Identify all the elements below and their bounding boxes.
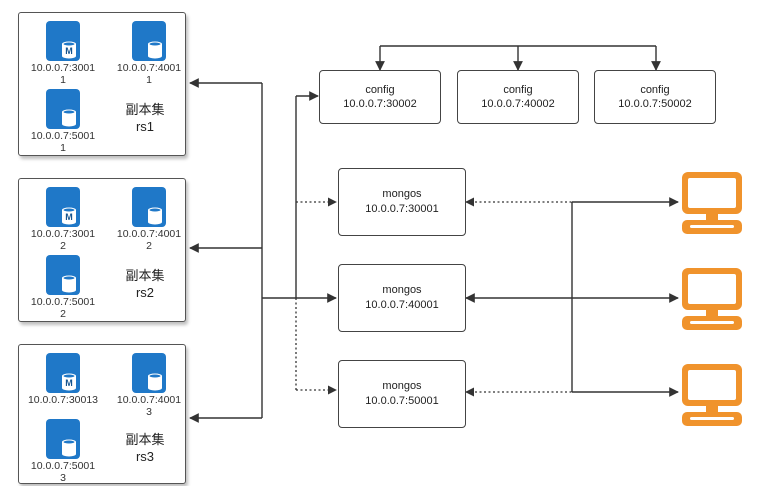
replica-set-rs3-panel: M 10.0.0.7:30013 10.0.0.7:4001 3 10.0.0.… bbox=[18, 344, 186, 484]
mongos-router-1-address: 10.0.0.7:30001 bbox=[365, 203, 439, 215]
computer-terminal-icon bbox=[682, 268, 742, 330]
computer-terminal-icon bbox=[682, 172, 742, 234]
rs3-node-1-address: 10.0.0.7:30013 bbox=[27, 394, 99, 406]
rs1-node-1-address: 10.0.0.7:3001 1 bbox=[30, 62, 96, 86]
config-server-2-title: config bbox=[503, 84, 533, 96]
database-icon bbox=[132, 353, 166, 393]
mongos-router-2-address: 10.0.0.7:40001 bbox=[365, 299, 439, 311]
rs2-node-3: 10.0.0.7:5001 2 bbox=[25, 255, 101, 320]
rs3-node-2-address: 10.0.0.7:4001 3 bbox=[116, 394, 182, 418]
svg-text:M: M bbox=[65, 378, 73, 388]
rs3-node-1: M 10.0.0.7:30013 bbox=[23, 353, 103, 406]
computer-terminal-icon bbox=[682, 364, 742, 426]
database-icon bbox=[46, 89, 80, 129]
rs3-node-3: 10.0.0.7:5001 3 bbox=[25, 419, 101, 484]
rs1-node-3-address: 10.0.0.7:5001 1 bbox=[30, 130, 96, 154]
replica-set-rs1-panel: M 10.0.0.7:3001 1 10.0.0.7:4001 1 10.0.0… bbox=[18, 12, 186, 156]
rs1-node-1: M 10.0.0.7:3001 1 bbox=[25, 21, 101, 86]
svg-text:M: M bbox=[65, 46, 73, 56]
config-server-3-address: 10.0.0.7:50002 bbox=[618, 98, 692, 110]
config-server-2-address: 10.0.0.7:40002 bbox=[481, 98, 555, 110]
mongos-router-3-address: 10.0.0.7:50001 bbox=[365, 395, 439, 407]
rs1-node-3: 10.0.0.7:5001 1 bbox=[25, 89, 101, 154]
database-icon bbox=[46, 255, 80, 295]
rs3-node-3-address: 10.0.0.7:5001 3 bbox=[30, 460, 96, 484]
rs1-label: 副本集 rs1 bbox=[125, 102, 165, 134]
database-icon bbox=[132, 21, 166, 61]
config-server-1-address: 10.0.0.7:30002 bbox=[343, 98, 417, 110]
rs3-label: 副本集 rs3 bbox=[125, 432, 165, 464]
database-master-icon: M bbox=[46, 353, 80, 393]
mongos-router-1: mongos 10.0.0.7:30001 bbox=[338, 168, 466, 236]
config-server-2: config 10.0.0.7:40002 bbox=[457, 70, 579, 124]
database-master-icon: M bbox=[46, 187, 80, 227]
config-server-1-title: config bbox=[365, 84, 395, 96]
mongos-router-1-title: mongos bbox=[382, 188, 422, 200]
rs2-node-2: 10.0.0.7:4001 2 bbox=[111, 187, 187, 252]
svg-text:M: M bbox=[65, 212, 73, 222]
rs2-node-2-address: 10.0.0.7:4001 2 bbox=[116, 228, 182, 252]
mongos-router-3: mongos 10.0.0.7:50001 bbox=[338, 360, 466, 428]
config-server-3: config 10.0.0.7:50002 bbox=[594, 70, 716, 124]
mongos-router-2: mongos 10.0.0.7:40001 bbox=[338, 264, 466, 332]
rs1-node-2: 10.0.0.7:4001 1 bbox=[111, 21, 187, 86]
rs2-node-1-address: 10.0.0.7:3001 2 bbox=[30, 228, 96, 252]
database-master-icon: M bbox=[46, 21, 80, 61]
database-icon bbox=[132, 187, 166, 227]
rs2-node-1: M 10.0.0.7:3001 2 bbox=[25, 187, 101, 252]
rs2-label: 副本集 rs2 bbox=[125, 268, 165, 300]
database-icon bbox=[46, 419, 80, 459]
config-server-3-title: config bbox=[640, 84, 670, 96]
rs2-node-3-address: 10.0.0.7:5001 2 bbox=[30, 296, 96, 320]
replica-set-rs2-panel: M 10.0.0.7:3001 2 10.0.0.7:4001 2 10.0.0… bbox=[18, 178, 186, 322]
mongos-router-3-title: mongos bbox=[382, 380, 422, 392]
rs3-node-2: 10.0.0.7:4001 3 bbox=[111, 353, 187, 418]
config-server-1: config 10.0.0.7:30002 bbox=[319, 70, 441, 124]
rs1-node-2-address: 10.0.0.7:4001 1 bbox=[116, 62, 182, 86]
mongos-router-2-title: mongos bbox=[382, 284, 422, 296]
